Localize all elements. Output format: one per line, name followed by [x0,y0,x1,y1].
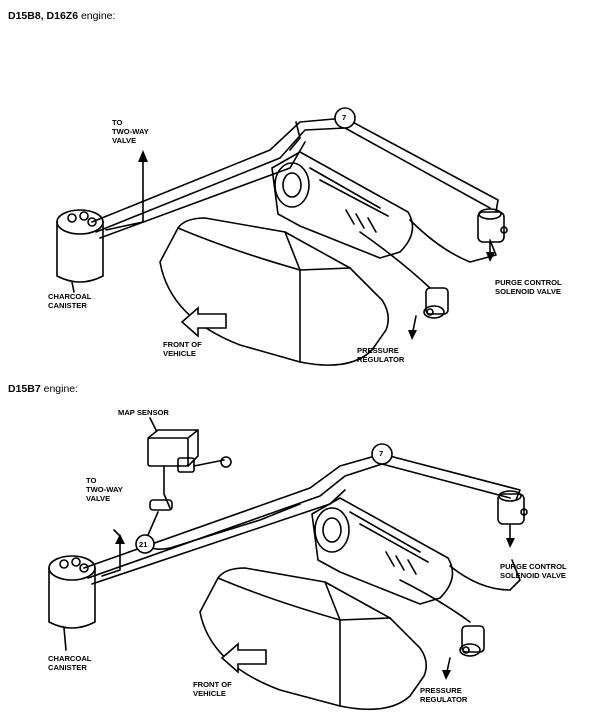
diagram1-engine-codes: D15B8, D16Z6 [8,10,79,22]
diagram1-front-arrow [180,306,227,338]
diagram2-map-sensor-label: MAP SENSOR [118,408,169,417]
diagram2-to-two-way-label: TO TWO-WAY VALVE [86,476,123,503]
diagram2-heading: D15B7 engine: [8,383,78,395]
diagram2-hose-7-number: 7 [379,449,384,458]
diagram1-throttle-body [271,151,414,259]
diagram2-map-sensor [147,437,189,467]
diagram2-front-arrow [220,642,267,674]
diagram2-hose-7 [83,453,521,569]
diagram1-heading: D15B8, D16Z6 engine: [8,10,115,22]
diagram1-hose-7-number: 7 [342,113,347,122]
diagram1-heading-suffix: engine: [78,10,116,22]
diagram2-front-of-vehicle-label: FRONT OF VEHICLE [193,680,232,698]
diagram2-canister-body [48,567,96,629]
diagram2-pressure-regulator-label: PRESSURE REGULATOR [420,686,468,704]
diagram1-charcoal-canister-label: CHARCOAL CANISTER [48,292,92,310]
diagram2-engine-codes: D15B7 [8,383,41,395]
diagram1-front-of-vehicle-label: FRONT OF VEHICLE [163,340,202,358]
diagram2-throttle-body [311,497,454,605]
diagram1-pressure-regulator [425,287,449,315]
diagram2-hose-21-number: 21 [139,540,148,549]
diagram1-to-two-way-label: TO TWO-WAY VALVE [112,118,149,145]
diagram2-pressure-regulator [461,625,485,653]
diagram1-hose-7 [91,117,499,223]
diagram2-two-way-line [101,529,121,577]
diagram1-canister-body [56,221,104,283]
diagram1-two-way-line [105,161,144,231]
diagram2-intake-manifold [199,567,428,711]
diagram1-purge-control-label: PURGE CONTROL SOLENOID VALVE [495,278,562,296]
diagram2-purge-control-label: PURGE CONTROL SOLENOID VALVE [500,562,567,580]
diagram2-charcoal-canister-label: CHARCOAL CANISTER [48,654,92,672]
diagram2-heading-suffix: engine: [40,383,79,395]
diagram1-pressure-regulator-label: PRESSURE REGULATOR [357,346,405,364]
